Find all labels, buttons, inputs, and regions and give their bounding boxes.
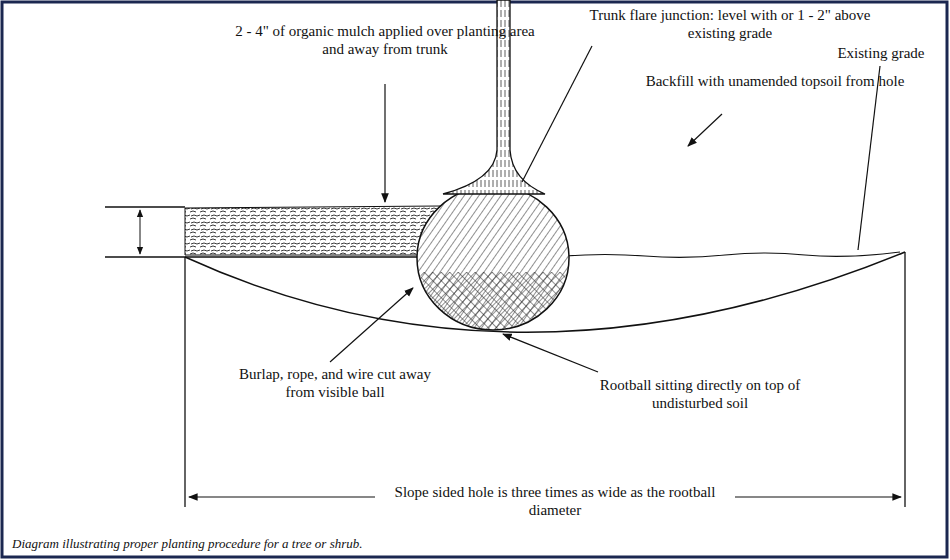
callout-label: 2 - 4" of organic mulch applied over pla… — [225, 22, 545, 58]
callout-label: Rootball sitting directly on top of undi… — [590, 376, 810, 412]
dimension-label: Slope sided hole is three times as wide … — [375, 482, 735, 520]
callout-label: Trunk flare junction: level with or 1 - … — [570, 6, 890, 42]
grade-label: Existing grade — [822, 44, 940, 62]
callout-label: Backfill with unamended topsoil from hol… — [630, 72, 920, 90]
callout-label: Burlap, rope, and wire cut away from vis… — [235, 365, 435, 401]
figure-caption: Diagram illustrating proper planting pro… — [12, 536, 363, 552]
